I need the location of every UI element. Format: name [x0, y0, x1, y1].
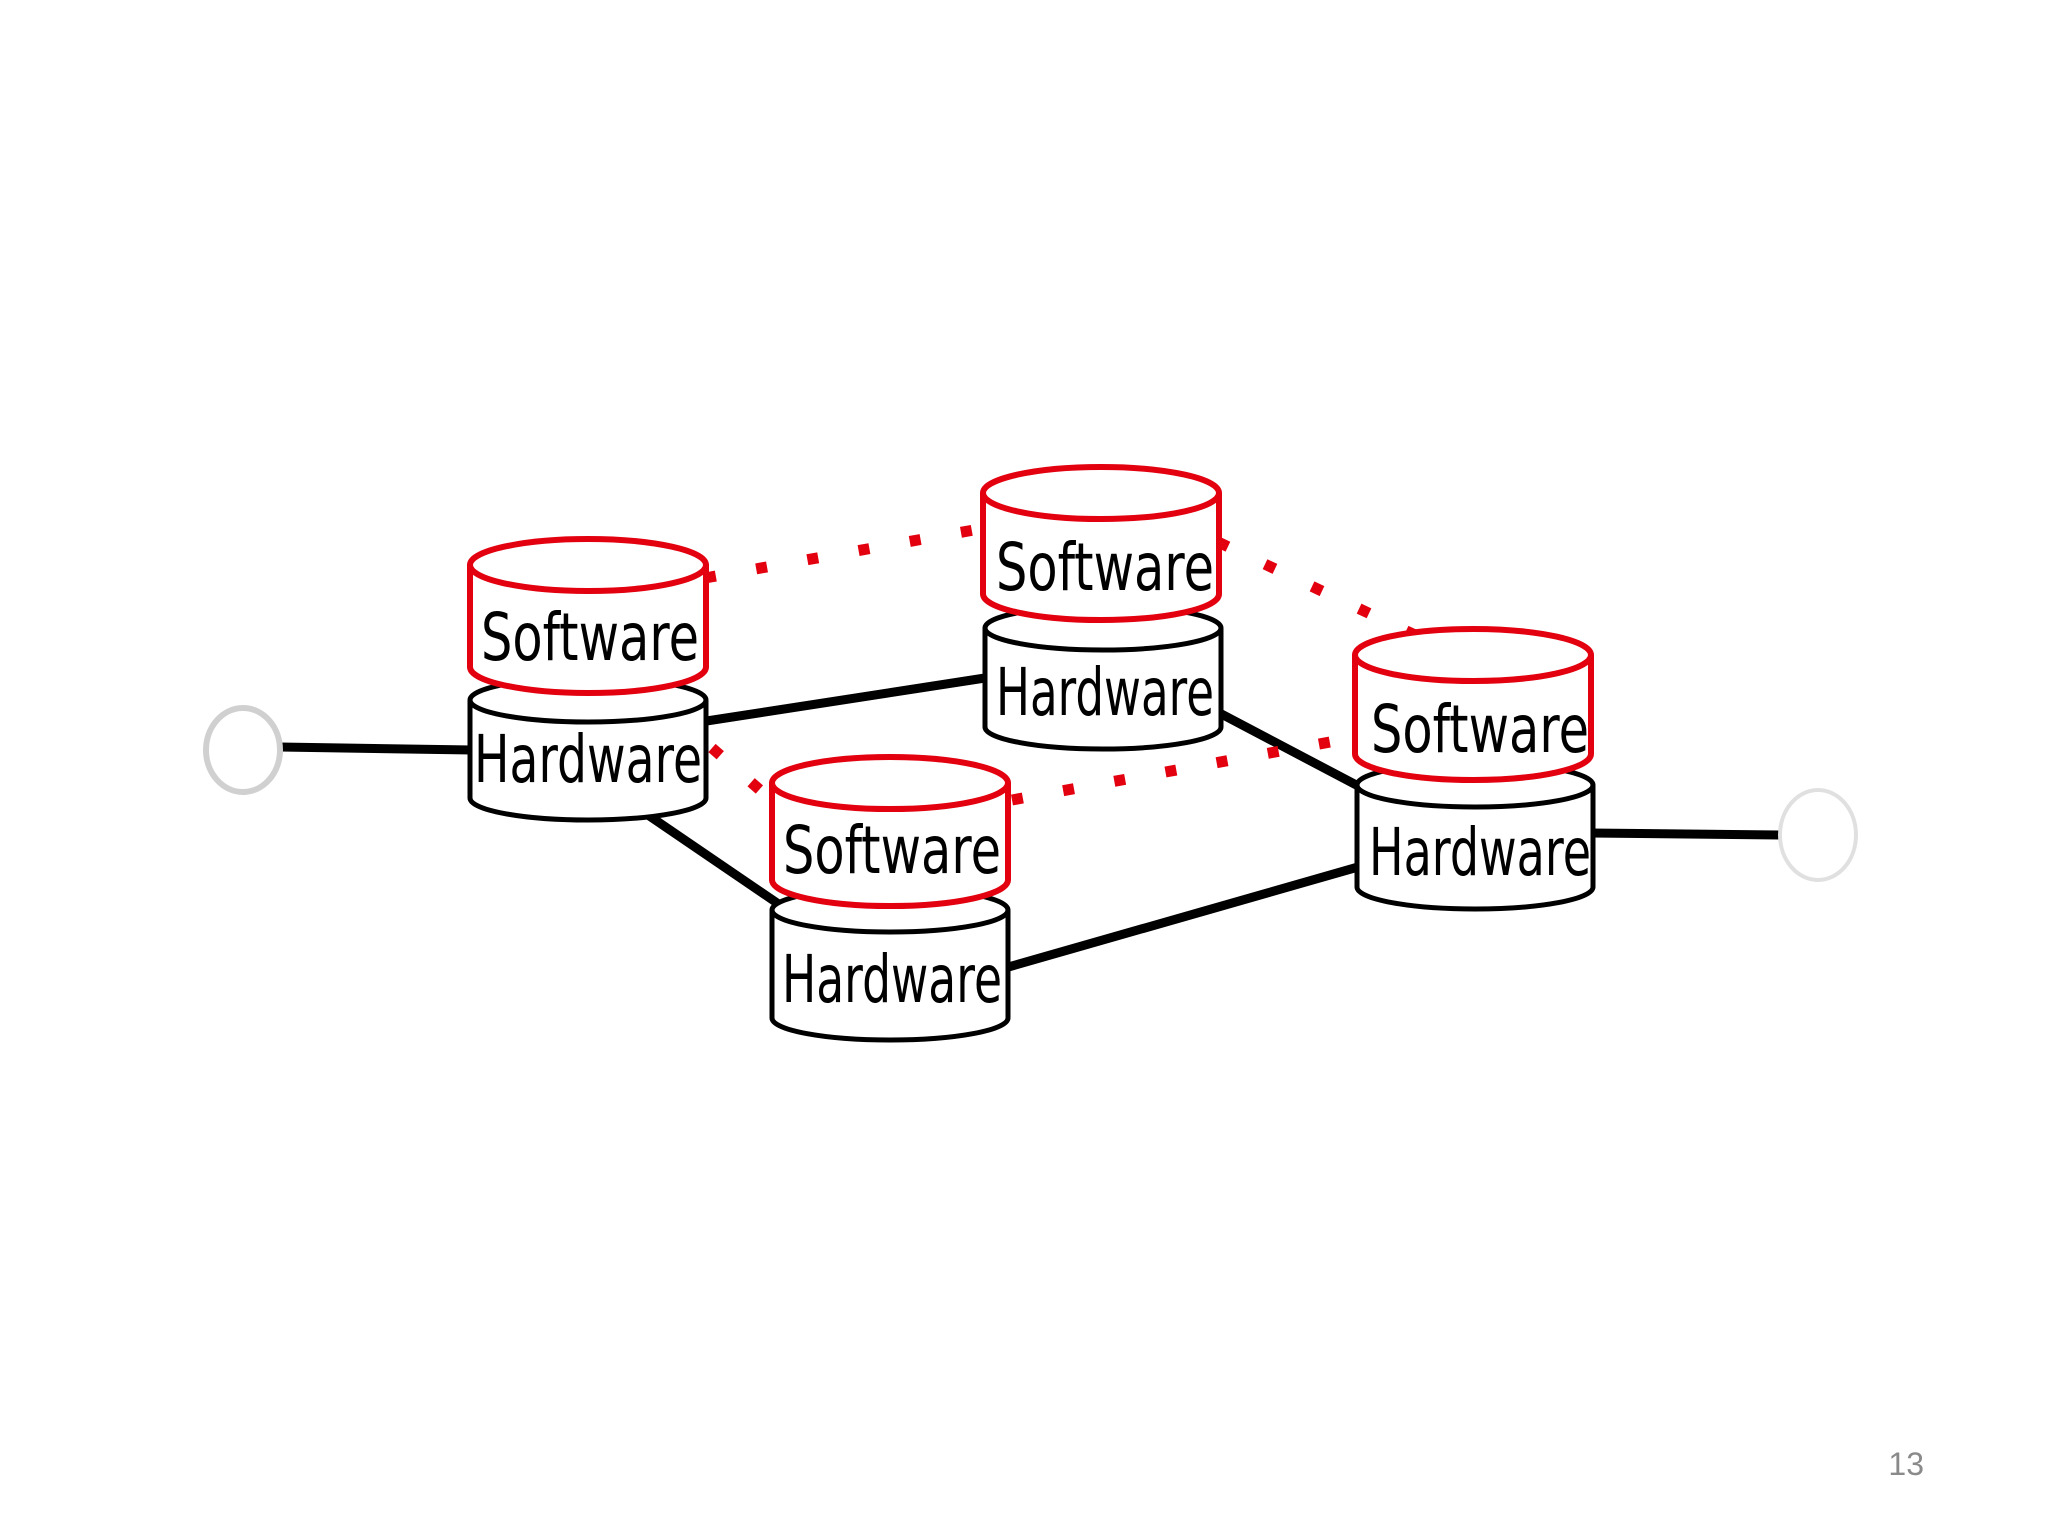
hardware-label: Hardware: [474, 721, 702, 798]
hardware-label: Hardware: [1369, 814, 1591, 891]
software-label: Software: [481, 599, 699, 676]
node-bottom: Hardware Software: [769, 754, 1011, 1043]
endpoint-right: [1778, 788, 1858, 882]
link-endpoint-left-to-node-left: [275, 742, 477, 755]
hardware-cylinder: Hardware: [982, 603, 1224, 752]
link-node-bottom-to-node-right: [1000, 860, 1370, 973]
endpoint-left: [203, 705, 283, 795]
software-cylinder: Software: [769, 754, 1011, 909]
link-node-right-to-endpoint-right: [1585, 828, 1790, 840]
hardware-label: Hardware: [996, 654, 1214, 731]
software-label: Software: [996, 529, 1214, 606]
overlay-link-left-to-top: [704, 522, 986, 584]
hardware-label: Hardware: [782, 941, 1002, 1018]
software-cylinder: Software: [467, 536, 709, 696]
page-number: 13: [1888, 1446, 1924, 1482]
link-node-left-to-node-bottom: [643, 810, 785, 910]
software-cylinder: Software: [980, 464, 1222, 623]
software-cylinder: Software: [1352, 626, 1594, 783]
link-node-top-to-node-right: [1205, 703, 1367, 793]
link-node-left-to-node-top: [695, 673, 990, 727]
node-right: Hardware Software: [1352, 626, 1596, 912]
physical-links: [275, 673, 1790, 973]
overlay-link-left-to-bottom-b: [708, 743, 764, 795]
node-top: Hardware Software: [980, 464, 1224, 752]
hardware-cylinder: Hardware: [1354, 760, 1596, 912]
node-left: Hardware Software: [467, 536, 709, 823]
hardware-cylinder: Hardware: [467, 675, 709, 823]
overlay-link-top-to-right: [1215, 537, 1418, 640]
hardware-cylinder: Hardware: [769, 885, 1011, 1043]
software-label: Software: [1371, 691, 1589, 768]
overlay-link-bottom-to-right: [1011, 732, 1353, 806]
software-label: Software: [783, 812, 1001, 889]
